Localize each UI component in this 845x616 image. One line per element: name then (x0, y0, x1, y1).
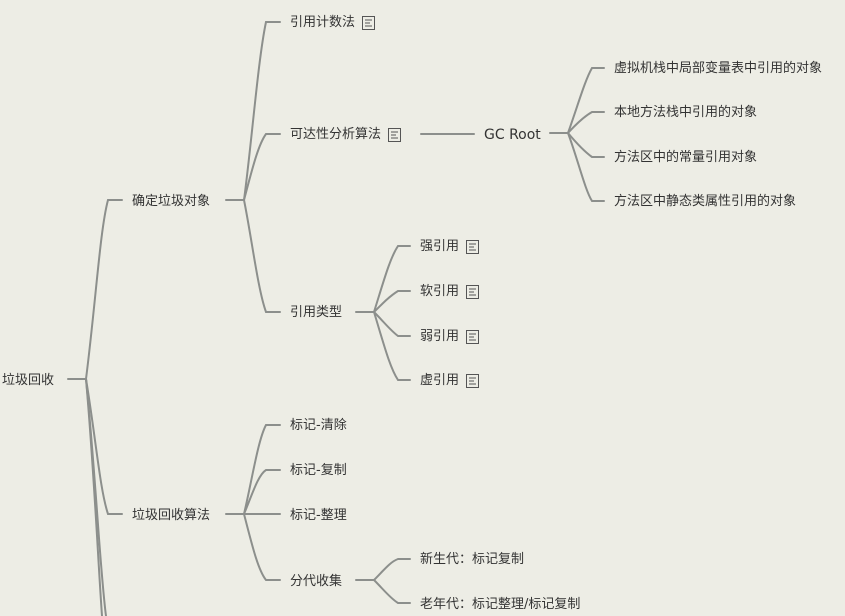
connector-b1-c3 (243, 199, 281, 313)
branch-label: 垃圾回收算法 (132, 508, 211, 523)
connector-root-branch-1 (85, 199, 123, 380)
note-icon[interactable] (466, 374, 480, 388)
leaf-mark-copy[interactable]: 标记-复制 (290, 462, 347, 480)
connector-reftype-2 (373, 290, 411, 313)
connector-gcroot-1 (567, 67, 605, 134)
branch-gc-algorithms[interactable]: 垃圾回收算法 (132, 507, 210, 525)
connector-root-offscreen-2 (85, 378, 107, 616)
leaf-strong-reference[interactable]: 强引用 (420, 238, 480, 256)
leaf-native-stack-refs[interactable]: 本地方法栈中引用的对象 (614, 104, 757, 122)
root-node[interactable]: 垃圾回收 (2, 372, 54, 390)
node-label: 标记-整理 (290, 508, 347, 523)
node-label: 软引用 (420, 284, 460, 299)
connector-reftype-1 (373, 245, 411, 313)
node-label: 弱引用 (420, 329, 460, 344)
node-label: GC Root (484, 127, 541, 143)
node-reference-types[interactable]: 引用类型 (290, 304, 342, 322)
connector-b1-c1 (243, 21, 281, 201)
connector-gcroot-4 (567, 132, 605, 202)
connector-root-branch-2 (85, 378, 123, 515)
leaf-method-area-static-refs[interactable]: 方法区中静态类属性引用的对象 (614, 193, 796, 211)
node-label: 本地方法栈中引用的对象 (614, 105, 758, 120)
branch-determine-garbage[interactable]: 确定垃圾对象 (132, 193, 210, 211)
connector-generational-1 (373, 558, 411, 581)
node-label: 虚拟机栈中局部变量表中引用的对象 (614, 61, 823, 76)
leaf-soft-reference[interactable]: 软引用 (420, 283, 480, 301)
node-label: 强引用 (420, 239, 460, 254)
leaf-vm-stack-refs[interactable]: 虚拟机栈中局部变量表中引用的对象 (614, 60, 822, 78)
connector-generational-2 (373, 579, 411, 604)
note-icon[interactable] (466, 285, 480, 299)
branch-label: 确定垃圾对象 (132, 194, 211, 209)
connector-b2-c4 (243, 513, 281, 581)
leaf-mark-compact[interactable]: 标记-整理 (290, 507, 347, 525)
leaf-weak-reference[interactable]: 弱引用 (420, 328, 480, 346)
connector-b2-c2 (243, 469, 281, 515)
root-label: 垃圾回收 (2, 373, 55, 388)
node-label: 老年代：标记整理/标记复制 (420, 597, 581, 612)
connector-reftype-3 (373, 311, 411, 337)
node-label: 引用类型 (290, 305, 343, 320)
connector-b1-c2 (243, 133, 281, 201)
connector-reftype-4 (373, 311, 411, 381)
leaf-young-generation[interactable]: 新生代：标记复制 (420, 551, 524, 569)
node-label: 可达性分析算法 (290, 127, 382, 142)
node-label: 标记-复制 (290, 463, 347, 478)
node-label: 方法区中静态类属性引用的对象 (614, 194, 797, 209)
note-icon[interactable] (466, 240, 480, 254)
node-generational-collection[interactable]: 分代收集 (290, 573, 342, 591)
node-label: 虚引用 (420, 373, 460, 388)
leaf-method-area-constant-refs[interactable]: 方法区中的常量引用对象 (614, 149, 757, 167)
node-label: 分代收集 (290, 574, 343, 589)
note-icon[interactable] (466, 330, 480, 344)
connector-b2-c1 (243, 424, 281, 515)
node-reference-counting[interactable]: 引用计数法 (290, 14, 376, 32)
node-label: 新生代：标记复制 (420, 552, 525, 567)
connector-gcroot-2 (567, 111, 605, 134)
node-reachability-analysis[interactable]: 可达性分析算法 (290, 126, 402, 144)
node-gc-root[interactable]: GC Root (484, 126, 541, 144)
node-label: 方法区中的常量引用对象 (614, 150, 758, 165)
leaf-old-generation[interactable]: 老年代：标记整理/标记复制 (420, 596, 580, 614)
node-label: 引用计数法 (290, 15, 356, 30)
note-icon[interactable] (362, 16, 376, 30)
leaf-mark-sweep[interactable]: 标记-清除 (290, 417, 347, 435)
node-label: 标记-清除 (290, 418, 347, 433)
leaf-phantom-reference[interactable]: 虚引用 (420, 372, 480, 390)
note-icon[interactable] (388, 128, 402, 142)
connector-gcroot-3 (567, 132, 605, 158)
